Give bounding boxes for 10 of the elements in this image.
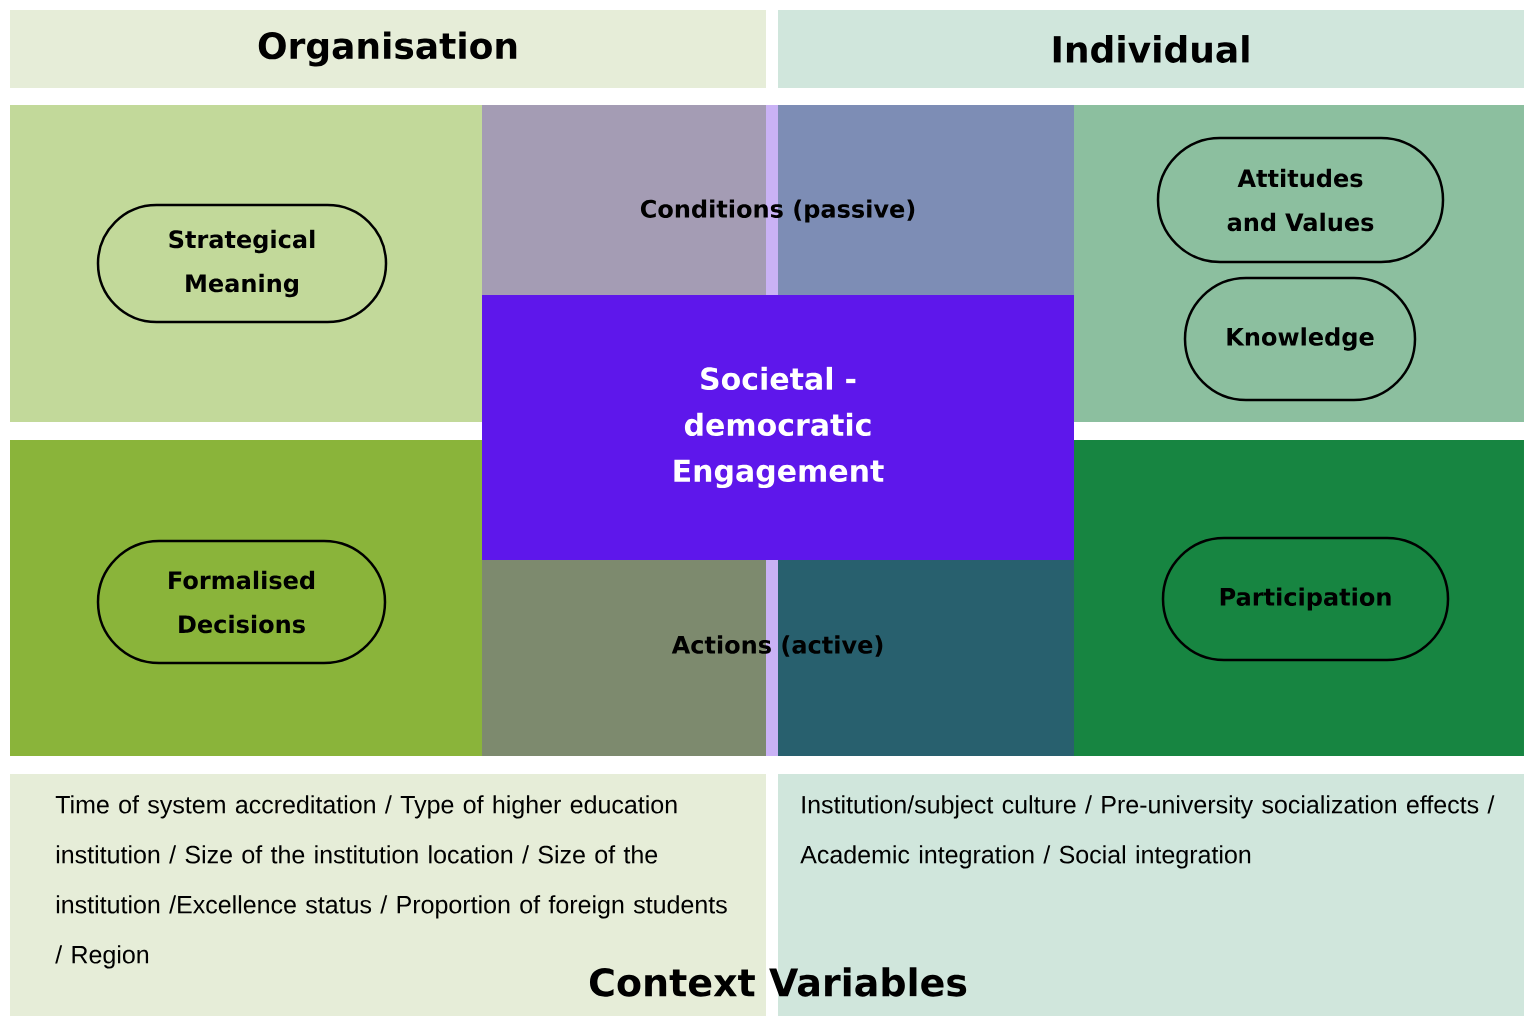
pill-box: Strategical Meaning bbox=[96, 203, 388, 324]
pill-box: Knowledge bbox=[1183, 276, 1417, 402]
section-title: Context Variables bbox=[589, 967, 967, 997]
band: Conditions (passive) bbox=[482, 105, 1074, 295]
header-band: Individual bbox=[778, 10, 1524, 88]
pill-box: Attitudes and Values bbox=[1156, 136, 1445, 264]
center-box: Societal - democratic Engagement bbox=[482, 295, 1074, 560]
pill-box: Formalised Decisions bbox=[96, 539, 387, 665]
header-band: Organisation bbox=[10, 10, 766, 88]
pill-box: Participation bbox=[1161, 536, 1450, 662]
